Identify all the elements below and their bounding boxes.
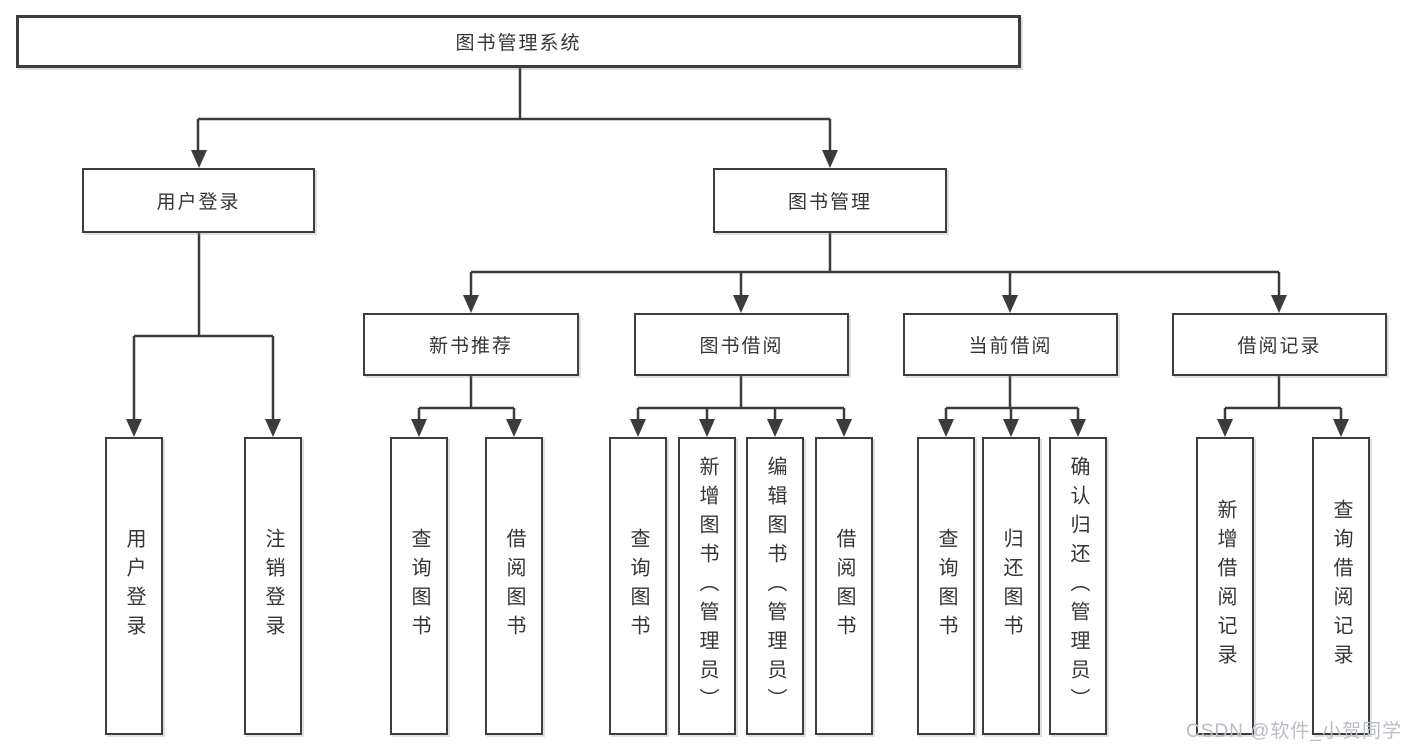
connector-current-borrow-children — [944, 376, 1080, 421]
connector-book-borrow-children — [636, 376, 846, 421]
leaf-add-borrow-record: 新增借阅记录 — [1196, 437, 1254, 735]
csdn-watermark: CSDN @软件_小贺同学 — [1186, 721, 1402, 742]
leaf-query-book-borrow-label: 查询图书 — [627, 528, 649, 644]
arrowhead-user-login — [191, 150, 207, 168]
leaf-add-book-admin-label: 新增图书（管理员） — [696, 455, 718, 717]
node-borrowing-records: 借阅记录 — [1172, 313, 1387, 376]
arrowhead-leaf-add-record — [1217, 419, 1233, 437]
connector-book-mgmt-children — [469, 233, 1281, 297]
leaf-query-book-rec: 查询图书 — [390, 437, 448, 735]
node-user-login-module-label: 用户登录 — [156, 192, 241, 213]
node-user-login-module: 用户登录 — [82, 168, 315, 233]
leaf-borrow-book-rec-label: 借阅图书 — [503, 528, 525, 644]
node-book-borrowing-label: 图书借阅 — [699, 336, 784, 357]
arrowhead-leaf-return-book — [1003, 419, 1019, 437]
leaf-edit-book-admin-label: 编辑图书（管理员） — [764, 455, 786, 717]
node-root-system-label: 图书管理系统 — [455, 33, 582, 54]
leaf-query-book-rec-label: 查询图书 — [408, 528, 430, 644]
node-book-mgmt-module-label: 图书管理 — [787, 192, 872, 213]
arrowhead-book-mgmt — [822, 150, 838, 168]
arrowhead-leaf-borrow-1 — [506, 419, 522, 437]
node-new-book-recommend: 新书推荐 — [363, 313, 579, 376]
connector-user-login-children — [132, 233, 275, 421]
node-root-system: 图书管理系统 — [16, 15, 1021, 68]
arrowhead-leaf-query-1 — [411, 419, 427, 437]
node-borrowing-records-label: 借阅记录 — [1237, 336, 1322, 357]
connector-root-to-level2 — [196, 68, 832, 152]
node-current-borrowing-label: 当前借阅 — [968, 336, 1053, 357]
leaf-logout-label: 注销登录 — [262, 528, 284, 644]
node-book-mgmt-module: 图书管理 — [713, 168, 947, 233]
leaf-query-borrow-record-label: 查询借阅记录 — [1330, 499, 1352, 673]
arrowhead-leaf-query-3 — [938, 419, 954, 437]
arrowhead-book-borrow — [733, 295, 749, 313]
leaf-user-login: 用户登录 — [105, 437, 163, 735]
arrowhead-leaf-query-2 — [630, 419, 646, 437]
leaf-return-book: 归还图书 — [982, 437, 1040, 735]
leaf-query-book-current-label: 查询图书 — [935, 528, 957, 644]
arrowhead-leaf-confirm-return — [1070, 419, 1086, 437]
leaf-query-book-borrow: 查询图书 — [609, 437, 667, 735]
leaf-borrow-book-rec: 借阅图书 — [485, 437, 543, 735]
arrowhead-leaf-borrow-2 — [836, 419, 852, 437]
arrowhead-new-book-rec — [463, 295, 479, 313]
leaf-logout: 注销登录 — [244, 437, 302, 735]
leaf-borrow-book: 借阅图书 — [815, 437, 873, 735]
arrowhead-leaf-edit-book — [767, 419, 783, 437]
arrowhead-current-borrow — [1002, 295, 1018, 313]
leaf-add-book-admin: 新增图书（管理员） — [678, 437, 736, 735]
connector-new-book-rec-children — [417, 376, 516, 421]
arrowhead-borrow-record — [1271, 295, 1287, 313]
leaf-confirm-return-admin-label: 确认归还（管理员） — [1067, 455, 1089, 717]
arrowhead-leaf-add-book — [699, 419, 715, 437]
leaf-add-borrow-record-label: 新增借阅记录 — [1214, 499, 1236, 673]
node-new-book-recommend-label: 新书推荐 — [428, 336, 513, 357]
arrowhead-leaf-query-record — [1333, 419, 1349, 437]
leaf-return-book-label: 归还图书 — [1000, 528, 1022, 644]
leaf-query-book-current: 查询图书 — [917, 437, 975, 735]
leaf-borrow-book-label: 借阅图书 — [833, 528, 855, 644]
connector-borrow-record-children — [1223, 376, 1343, 421]
node-book-borrowing: 图书借阅 — [634, 313, 849, 376]
leaf-user-login-label: 用户登录 — [123, 528, 145, 644]
arrowhead-leaf-login — [126, 419, 142, 437]
leaf-query-borrow-record: 查询借阅记录 — [1312, 437, 1370, 735]
leaf-edit-book-admin: 编辑图书（管理员） — [746, 437, 804, 735]
arrowhead-leaf-logout — [265, 419, 281, 437]
leaf-confirm-return-admin: 确认归还（管理员） — [1049, 437, 1107, 735]
node-current-borrowing: 当前借阅 — [903, 313, 1118, 376]
